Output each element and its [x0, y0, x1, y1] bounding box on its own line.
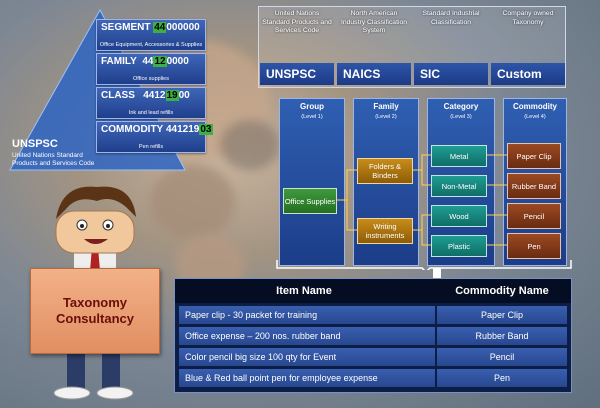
pyramid-level-desc: Pen refills [97, 144, 205, 150]
right-pupil [106, 224, 110, 228]
code-prefix: 441219 [166, 124, 199, 135]
left-shoe [54, 387, 90, 399]
classification-systems-table: United Nations Standard Products and Ser… [258, 6, 566, 88]
header-commodity-name: Commodity Name [433, 279, 571, 303]
node-pencil: Pencil [507, 203, 561, 229]
pyramid-level-label: FAMILY [101, 56, 137, 67]
pyramid-level-head: FAMILY 44120000 [101, 56, 189, 67]
left-pupil [80, 224, 84, 228]
right-shoe [97, 387, 133, 399]
node-plastic: Plastic [431, 235, 487, 257]
connector-line [422, 230, 431, 245]
classification-column-unspsc: United Nations Standard Products and Ser… [259, 7, 335, 87]
classification-code: NAICS [337, 63, 411, 85]
code-suffix: 00 [179, 90, 190, 101]
item-name-cell: Color pencil big size 100 qty for Event [179, 348, 435, 366]
pyramid-level-segment: SEGMENT 44000000 Office Equipment, Acces… [96, 19, 206, 51]
pyramid-level-label: SEGMENT [101, 22, 150, 33]
pyramid-level-class: CLASS 44121900 Ink and lead refills [96, 87, 206, 119]
head [56, 211, 134, 253]
pyramid-level-head: CLASS 44121900 [101, 90, 190, 101]
classification-label: Company owned Taxonomy [492, 10, 564, 27]
pyramid-description-line: United Nations Standard [12, 152, 94, 160]
node-wood: Wood [431, 205, 487, 227]
connector-line [411, 155, 431, 170]
code-prefix: 4412 [143, 90, 165, 101]
node-writing-instruments: Writing instruments [357, 218, 413, 244]
connector-line [347, 200, 357, 230]
node-metal: Metal [431, 145, 487, 167]
classification-column-naics: North American Industry Classification S… [336, 7, 412, 87]
node-pen: Pen [507, 233, 561, 259]
classification-code: UNSPSC [260, 63, 334, 85]
item-name-cell: Office expense – 200 nos. rubber band [179, 327, 435, 345]
code-prefix: 44 [142, 56, 153, 67]
node-office-supplies: Office Supplies [283, 188, 337, 214]
item-name-cell: Paper clip - 30 packet for training [179, 306, 435, 324]
header-item-name: Item Name [175, 279, 433, 303]
classification-code: SIC [414, 63, 488, 85]
code-suffix: 000000 [166, 22, 199, 33]
code-highlight: 12 [153, 56, 166, 67]
pyramid-level-label: CLASS [101, 90, 135, 101]
pyramid-level-desc: Office supplies [97, 76, 205, 82]
connector-line [422, 170, 431, 185]
classification-column-custom: Company owned Taxonomy Custom [490, 7, 566, 87]
commodity-name-cell: Paper Clip [437, 306, 567, 324]
right-leg [102, 350, 120, 390]
taxonomy-hierarchy: Group (Level 1) Family (Level 2) Categor… [275, 98, 573, 270]
pyramid-level-family: FAMILY 44120000 Office supplies [96, 53, 206, 85]
pyramid-level-desc: Office Equipment, Accessories & Supplies [97, 42, 205, 48]
sign-text: Taxonomy Consultancy [56, 295, 134, 327]
classification-code: Custom [491, 63, 565, 85]
connector-line [336, 170, 357, 200]
bracket [277, 260, 571, 270]
pyramid-level-desc: Ink and lead refills [97, 110, 205, 116]
pyramid-level-head: COMMODITY 44121903 [101, 124, 213, 135]
classification-label: United Nations Standard Products and Ser… [261, 10, 333, 36]
pyramid-level-head: SEGMENT 44000000 [101, 22, 200, 33]
left-leg [67, 350, 85, 390]
taxonomy-consultancy-sign: Taxonomy Consultancy [30, 268, 160, 354]
code-suffix: 0000 [167, 56, 189, 67]
code-highlight: 03 [199, 124, 212, 135]
code-highlight: 19 [166, 90, 179, 101]
node-non-metal: Non-Metal [431, 175, 487, 197]
node-rubber-band: Rubber Band [507, 173, 561, 199]
classification-column-sic: Standard Industrial Classification SIC [413, 7, 489, 87]
item-commodity-table: Item Name Commodity Name Paper clip - 30… [174, 278, 572, 393]
commodity-name-cell: Rubber Band [437, 327, 567, 345]
code-highlight: 44 [153, 22, 166, 33]
classification-label: Standard Industrial Classification [415, 10, 487, 27]
node-paper-clip: Paper Clip [507, 143, 561, 169]
commodity-name-cell: Pen [437, 369, 567, 387]
item-name-cell: Blue & Red ball point pen for employee e… [179, 369, 435, 387]
pyramid-level-label: COMMODITY [101, 124, 163, 135]
connector-line [411, 215, 431, 230]
commodity-name-cell: Pencil [437, 348, 567, 366]
pyramid-title: UNSPSC [12, 138, 58, 150]
node-folders-binders: Folders & Binders [357, 158, 413, 184]
pyramid-level-commodity: COMMODITY 44121903 Pen refills [96, 121, 206, 153]
classification-label: North American Industry Classification S… [338, 10, 410, 36]
